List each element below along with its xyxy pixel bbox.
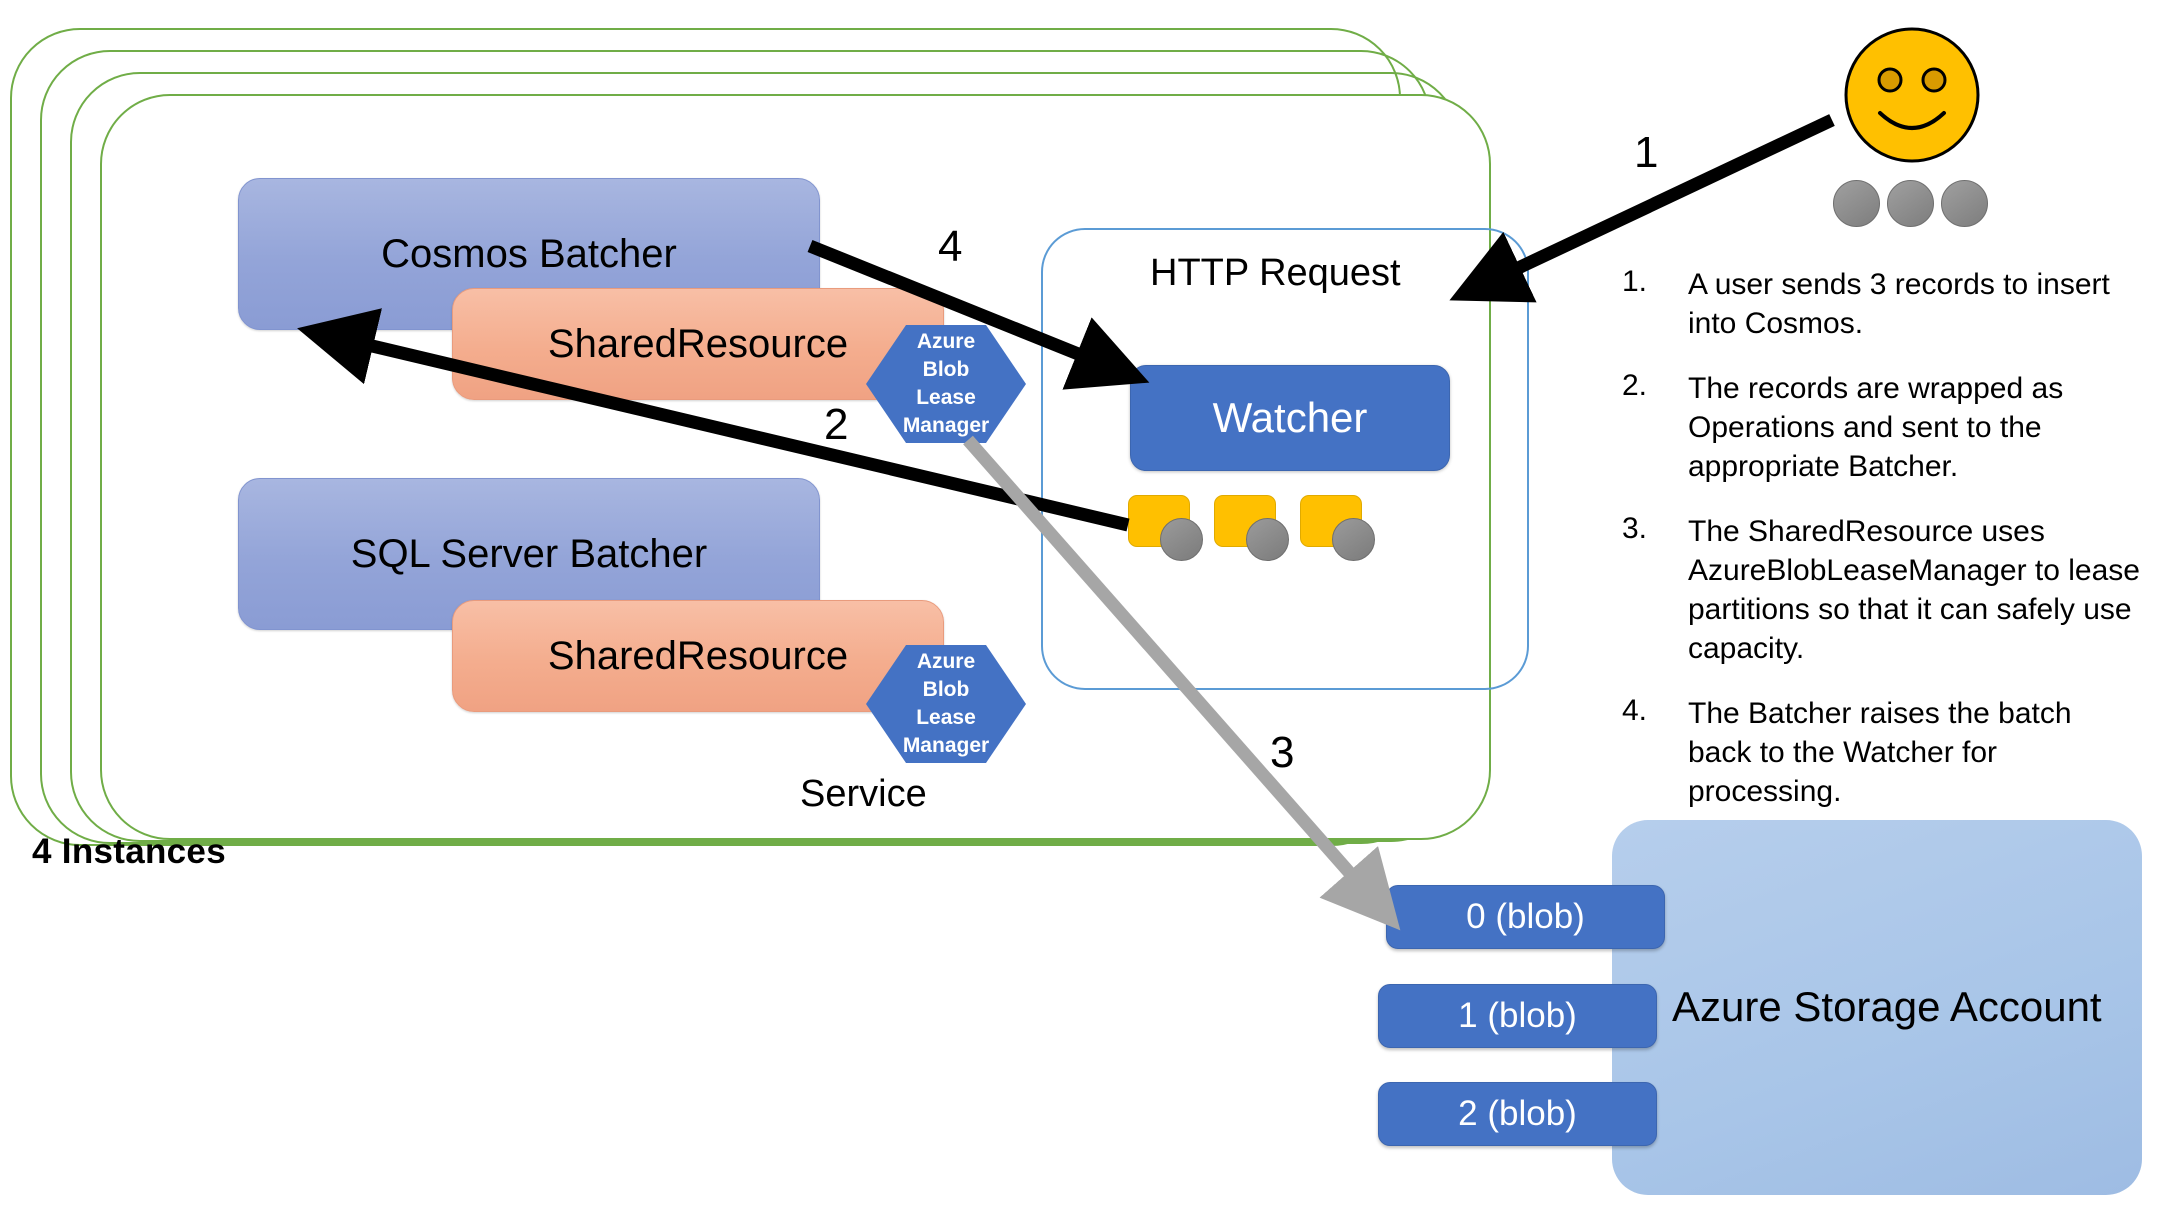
legend-text: The records are wrapped as Operations an… xyxy=(1688,372,2064,483)
step-number-1: 1 xyxy=(1634,128,1659,177)
legend-item: 1. A user sends 3 records to insert into… xyxy=(1622,265,2142,343)
legend-text: The SharedResource uses AzureBlobLeaseMa… xyxy=(1688,515,2140,665)
step-number-2: 2 xyxy=(824,400,849,449)
legend-number: 1. xyxy=(1622,265,1648,298)
legend-number: 4. xyxy=(1622,694,1648,727)
cosmos-azure-blob-lease-manager-hexagon[interactable]: Azure Blob Lease Manager xyxy=(866,325,1026,443)
legend-text: The Batcher raises the batch back to the… xyxy=(1688,697,2072,808)
azure-storage-account-panel xyxy=(1612,820,2142,1195)
step-number-3: 3 xyxy=(1270,728,1295,777)
operation-card-1 xyxy=(1128,495,1203,561)
blob-label: 1 (blob) xyxy=(1458,996,1577,1035)
legend-item: 2. The records are wrapped as Operations… xyxy=(1622,369,2142,486)
arrow-step-3 xyxy=(963,435,1401,931)
sql-shared-resource-label: SharedResource xyxy=(547,633,849,678)
user-record-2 xyxy=(1887,180,1934,227)
blob-label: 2 (blob) xyxy=(1458,1094,1577,1133)
record-circle xyxy=(1246,518,1289,561)
blob-box-0[interactable]: 0 (blob) xyxy=(1386,885,1665,949)
lease-manager-line-blob: Blob xyxy=(922,357,970,381)
legend-item: 4. The Batcher raises the batch back to … xyxy=(1622,694,2142,811)
service-label: Service xyxy=(800,773,927,815)
http-request-title: HTTP Request xyxy=(1150,252,1401,294)
step-number-4: 4 xyxy=(938,222,963,271)
lease-manager-line-manager: Manager xyxy=(902,414,990,438)
lease-manager-line-lease: Lease xyxy=(916,706,976,729)
operation-card-2 xyxy=(1214,495,1289,561)
http-request-panel xyxy=(1041,228,1529,690)
lease-manager-line-manager: Manager xyxy=(902,734,990,758)
blob-box-1[interactable]: 1 (blob) xyxy=(1378,984,1657,1048)
legend-list: 1. A user sends 3 records to insert into… xyxy=(1622,265,2142,837)
lease-manager-line-azure: Azure xyxy=(916,329,976,353)
blob-box-2[interactable]: 2 (blob) xyxy=(1378,1082,1657,1146)
operation-card-3 xyxy=(1300,495,1375,561)
arrow-step-2 xyxy=(297,308,1130,532)
cosmos-shared-resource-box[interactable]: SharedResource xyxy=(452,288,944,400)
legend-text: A user sends 3 records to insert into Co… xyxy=(1688,268,2110,340)
sql-shared-resource-box[interactable]: SharedResource xyxy=(452,600,944,712)
legend-item: 3. The SharedResource uses AzureBlobLeas… xyxy=(1622,512,2142,668)
sql-server-batcher-label: SQL Server Batcher xyxy=(350,531,708,576)
smiley-face-icon xyxy=(1844,27,1980,163)
cosmos-shared-resource-label: SharedResource xyxy=(547,321,849,366)
watcher-box[interactable]: Watcher xyxy=(1130,365,1450,471)
record-circle xyxy=(1160,518,1203,561)
sql-azure-blob-lease-manager-hexagon[interactable]: Azure Blob Lease Manager xyxy=(866,645,1026,763)
user-record-3 xyxy=(1941,180,1988,227)
instances-label: 4 Instances xyxy=(32,832,226,871)
watcher-label: Watcher xyxy=(1212,394,1368,441)
arrow-step-1 xyxy=(1449,114,1835,303)
legend-number: 2. xyxy=(1622,369,1648,402)
user-record-1 xyxy=(1833,180,1880,227)
lease-manager-line-lease: Lease xyxy=(916,386,976,409)
blob-label: 0 (blob) xyxy=(1466,897,1585,936)
azure-storage-account-title: Azure Storage Account xyxy=(1672,983,2102,1030)
record-circle xyxy=(1332,518,1375,561)
cosmos-batcher-label: Cosmos Batcher xyxy=(381,231,677,276)
arrow-step-4 xyxy=(807,239,1150,390)
legend-number: 3. xyxy=(1622,512,1648,545)
lease-manager-line-blob: Blob xyxy=(922,677,970,701)
lease-manager-line-azure: Azure xyxy=(916,649,976,673)
